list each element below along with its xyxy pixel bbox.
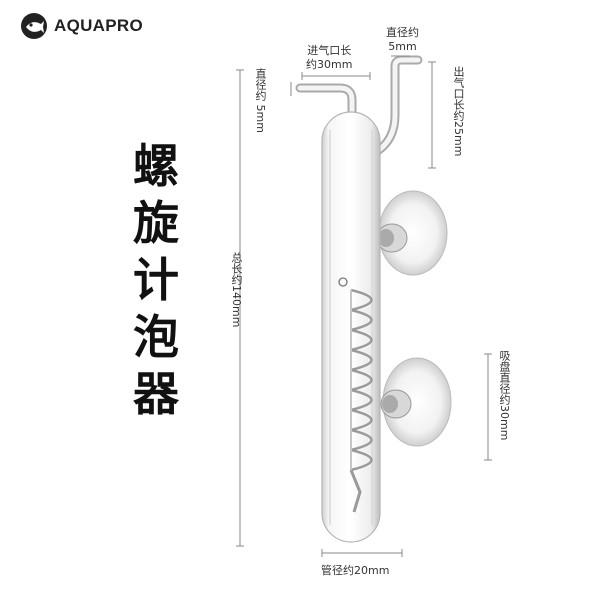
top-diameter-line2: 5mm [388,40,417,53]
inlet-length-line1: 进气口长 [307,44,352,57]
inlet-diameter-line1: 直径约 [254,68,267,101]
title-char: 旋 [133,196,179,250]
title-char: 泡 [133,310,179,364]
suction-cup-diameter-label: 吸盘直径约30mm [498,350,511,441]
inlet-diameter-label: 直径约 5mm [254,68,267,133]
tube-diameter-label: 管径约20mm [321,564,390,577]
top-diameter-label: 直径约 5mm [386,26,419,54]
product-title: 螺 旋 计 泡 器 [126,138,186,423]
suction-cup-lower [380,357,452,447]
suction-cup-upper [376,190,448,276]
top-diameter-line1: 直径约 [386,26,419,39]
inlet-diameter-line2: 5mm [254,104,267,133]
fish-logo-icon [21,13,47,39]
spiral-coil [349,288,373,513]
outlet-length-label: 出气口长约25mm [452,66,465,157]
total-length-label: 总长约140mm [230,252,243,328]
title-char: 计 [133,253,179,307]
title-char: 螺 [133,139,179,193]
brand-logo: AQUAPRO [20,12,143,40]
outlet-pipe [371,55,423,157]
brand-name: AQUAPRO [54,16,143,35]
title-char: 器 [133,367,179,421]
inlet-pipe [295,83,357,125]
inlet-length-label: 进气口长 约30mm [306,44,352,72]
inlet-length-line2: 约30mm [306,58,353,71]
dimension-lines [236,55,492,557]
